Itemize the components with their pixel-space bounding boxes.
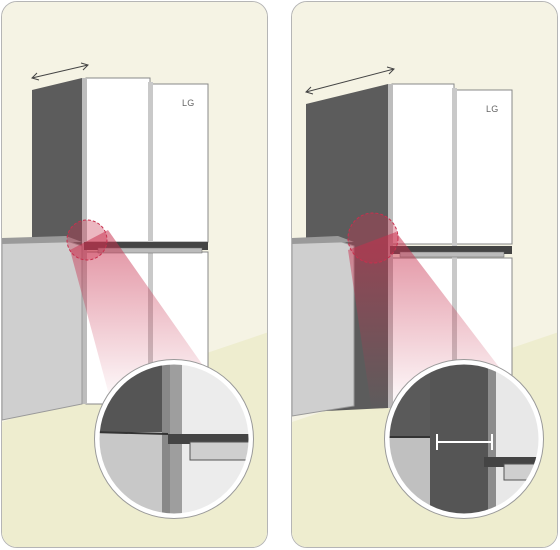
flush-installation-illustration bbox=[2, 2, 267, 547]
zoom-circle-border bbox=[384, 359, 544, 519]
fridge-door-top-left bbox=[391, 83, 455, 245]
zoom-circle-outline bbox=[94, 359, 254, 519]
cabinet-top bbox=[292, 236, 354, 244]
door-handle bbox=[84, 242, 208, 250]
zoom-circle-border bbox=[94, 359, 254, 519]
highlight-circle bbox=[347, 212, 399, 264]
gap-measure-icon bbox=[436, 434, 493, 450]
cabinet bbox=[292, 239, 355, 417]
illustration-panel-flush: LG bbox=[1, 1, 268, 548]
fridge-door-top-right bbox=[151, 83, 209, 243]
fridge-edge bbox=[82, 78, 87, 404]
fridge-door-top-left bbox=[85, 77, 151, 243]
cabinet-top bbox=[2, 236, 82, 244]
cabinet bbox=[2, 239, 83, 421]
illustration-panel-protruding: LG bbox=[291, 1, 558, 548]
protruding-installation-illustration bbox=[292, 2, 557, 547]
brand-logo: LG bbox=[486, 104, 499, 114]
width-arrow-icon bbox=[305, 66, 395, 95]
door-handle bbox=[390, 246, 512, 254]
brand-logo: LG bbox=[182, 98, 195, 108]
door-handle-lip bbox=[399, 251, 505, 258]
highlight-circle bbox=[66, 219, 108, 261]
fridge-door-top-right bbox=[455, 89, 513, 245]
zoom-circle-outline bbox=[384, 359, 544, 519]
width-arrow-icon bbox=[31, 62, 89, 81]
